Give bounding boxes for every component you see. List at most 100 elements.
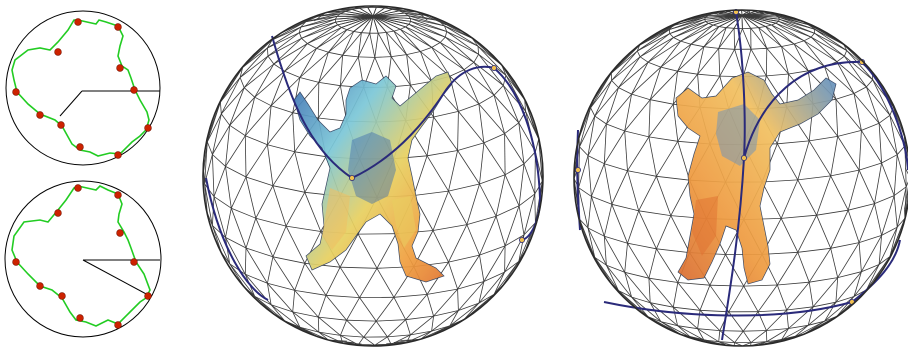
mesh-edge — [342, 28, 347, 30]
mesh-edge — [649, 104, 673, 137]
disk-bottom — [5, 181, 161, 337]
mesh-edge — [433, 225, 467, 231]
mesh-edge — [709, 23, 714, 25]
mesh-edge — [604, 131, 624, 164]
mesh-edge — [245, 136, 246, 177]
mesh-edge — [859, 243, 861, 272]
mesh-edge — [710, 285, 729, 312]
mesh-edge — [293, 290, 295, 312]
mesh-edge — [619, 88, 632, 95]
mesh-edge — [376, 321, 387, 337]
mesh-edge — [875, 196, 895, 204]
mesh-edge — [798, 141, 809, 180]
mesh-edge — [432, 47, 450, 76]
mesh-edge — [656, 249, 689, 253]
mesh-edge — [656, 176, 670, 215]
mesh-edge — [650, 71, 677, 100]
mesh-edge — [231, 208, 246, 248]
mesh-edge — [505, 123, 519, 134]
mesh-edge — [427, 117, 434, 156]
marker — [75, 19, 82, 26]
mesh-edge — [427, 289, 458, 294]
mesh-edge — [255, 296, 285, 321]
mesh-edge — [809, 278, 838, 283]
mesh-edge — [661, 67, 678, 71]
mesh-edge — [632, 94, 651, 100]
mesh-edge — [378, 32, 386, 33]
mesh-edge — [628, 137, 649, 171]
mesh-edge — [848, 170, 859, 210]
mesh-edge — [207, 142, 212, 155]
disk-bottom-markers — [13, 185, 152, 329]
mesh-edge — [230, 125, 246, 135]
mesh-edge — [505, 246, 506, 272]
mesh-edge — [831, 210, 849, 248]
model-front — [294, 72, 452, 282]
mesh-edge — [449, 255, 480, 262]
mesh-edge — [458, 111, 459, 150]
sphere-front-cut-node — [349, 175, 354, 180]
mesh-edge — [604, 164, 627, 171]
mesh-edge — [328, 52, 342, 55]
mesh-edge — [299, 33, 301, 39]
mesh-edge — [240, 78, 244, 88]
mesh-edge — [649, 249, 657, 278]
mesh-edge — [319, 82, 341, 85]
mesh-edge — [273, 226, 286, 257]
mesh-edge — [220, 102, 221, 114]
mesh-edge — [409, 21, 411, 24]
sphere-front-cut-node — [491, 65, 496, 70]
mesh-edge — [433, 191, 449, 230]
mesh-edge — [825, 297, 854, 322]
mesh-edge — [700, 310, 729, 312]
mesh-edge — [656, 249, 677, 283]
marker — [13, 259, 20, 266]
mesh-edge — [782, 44, 795, 47]
mesh-edge — [719, 28, 734, 48]
mesh-edge — [449, 262, 458, 289]
mesh-edge — [494, 86, 503, 96]
disk-bottom-cut-radial — [83, 260, 150, 296]
mesh-edge — [347, 320, 377, 321]
mesh-edge — [637, 51, 640, 57]
mesh-edge — [678, 141, 690, 180]
mesh-edge — [794, 44, 808, 71]
mesh-edge — [836, 99, 862, 130]
mesh-edge — [854, 94, 861, 131]
marker — [37, 112, 44, 119]
mesh-edge — [300, 78, 319, 83]
mesh-edge — [879, 123, 882, 163]
mesh-edge — [734, 28, 735, 49]
mesh-edge — [848, 210, 859, 242]
mesh-edge — [519, 206, 524, 235]
mesh-edge — [649, 137, 657, 176]
mesh-edge — [221, 114, 229, 125]
mesh-edge — [285, 71, 300, 77]
marker — [115, 24, 122, 31]
mesh-edge — [671, 216, 690, 253]
mesh-edge — [268, 56, 274, 64]
mesh-edge — [480, 255, 484, 281]
mesh-edge — [809, 136, 838, 141]
mesh-edge — [420, 47, 431, 51]
mesh-edge — [440, 43, 474, 63]
marker — [37, 283, 44, 290]
mesh-edge — [591, 108, 595, 116]
mesh-edge — [809, 282, 813, 307]
mesh-edge — [894, 155, 897, 196]
mesh-edge — [231, 177, 246, 208]
mesh-edge — [804, 37, 811, 41]
mesh-edge — [766, 25, 772, 27]
mesh-edge — [678, 44, 691, 71]
mesh-edge — [706, 22, 709, 24]
mesh-edge — [625, 100, 651, 131]
marker — [55, 210, 62, 217]
mesh-edge — [681, 41, 691, 44]
disk-top-markers — [13, 19, 152, 159]
mesh-edge — [375, 337, 388, 345]
mesh-edge — [798, 252, 809, 282]
mesh-edge — [246, 248, 273, 257]
mesh-edge — [295, 152, 326, 157]
mesh-edge — [678, 47, 704, 71]
mesh-edge — [859, 130, 861, 170]
